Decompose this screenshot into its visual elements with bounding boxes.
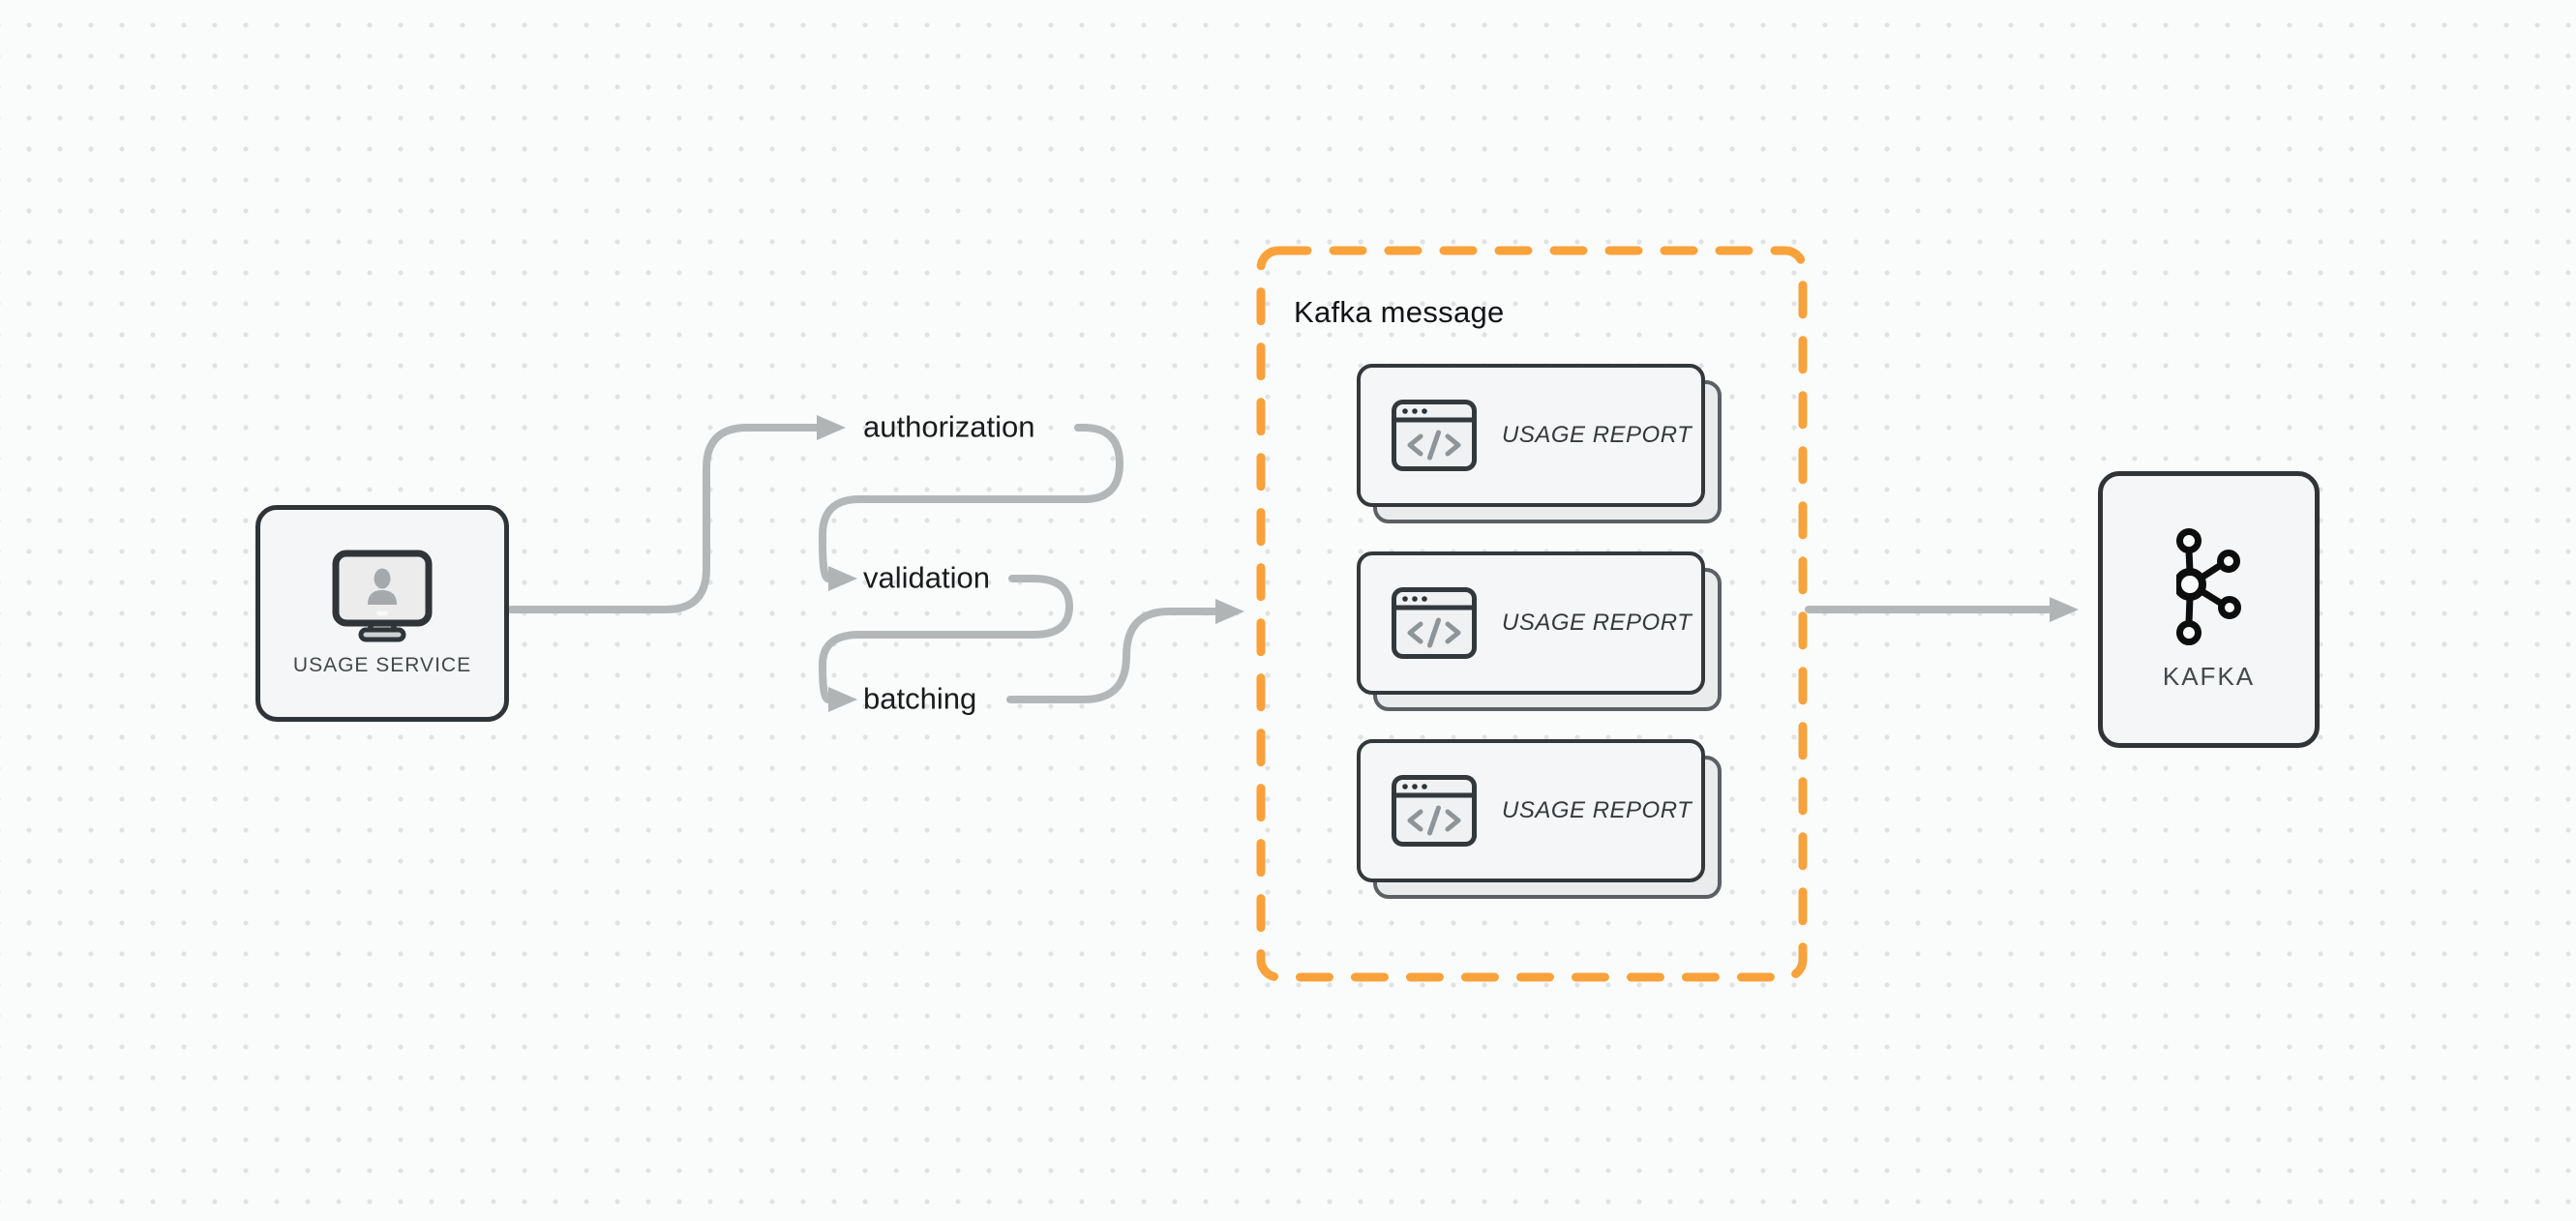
code-window-icon xyxy=(1392,775,1477,847)
kafka-logo-icon xyxy=(2175,527,2241,645)
edge-usage-to-authorization[interactable] xyxy=(507,415,846,613)
usage-report-card[interactable]: USAGE REPORT xyxy=(1357,551,1722,711)
usage-report-card[interactable]: USAGE REPORT xyxy=(1357,739,1722,899)
flow-step-validation[interactable]: validation xyxy=(863,560,990,595)
edge-authorization-to-validation[interactable] xyxy=(819,424,1123,591)
card-face: USAGE REPORT xyxy=(1357,551,1705,695)
flow-step-authorization[interactable]: authorization xyxy=(863,409,1035,444)
usage-report-card[interactable]: USAGE REPORT xyxy=(1357,364,1722,523)
usage-report-label: USAGE REPORT xyxy=(1502,797,1692,823)
usage-report-label: USAGE REPORT xyxy=(1502,610,1692,636)
card-face: USAGE REPORT xyxy=(1357,739,1705,882)
node-kafka[interactable]: KAFKA xyxy=(2098,471,2320,748)
edge-validation-to-batching[interactable] xyxy=(819,575,1073,712)
kafka-message-group-title: Kafka message xyxy=(1294,295,1505,329)
node-usage-service[interactable]: USAGE SERVICE xyxy=(255,505,509,722)
kafka-message-group-border[interactable] xyxy=(1256,246,1808,982)
code-window-icon xyxy=(1392,400,1477,471)
usage-service-label: USAGE SERVICE xyxy=(292,654,472,676)
flow-step-batching[interactable]: batching xyxy=(863,681,977,716)
kafka-label: KAFKA xyxy=(2162,661,2256,691)
monitor-user-icon xyxy=(332,550,433,642)
code-window-icon xyxy=(1392,587,1477,659)
edge-batching-to-group[interactable] xyxy=(1006,599,1244,703)
usage-report-label: USAGE REPORT xyxy=(1502,422,1692,448)
card-face: USAGE REPORT xyxy=(1357,364,1705,507)
